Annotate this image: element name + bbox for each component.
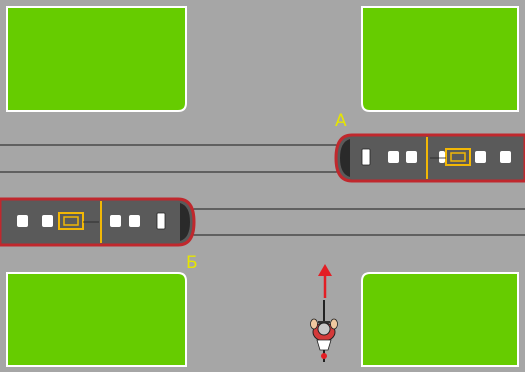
- tram-a-window: [406, 151, 417, 163]
- tram-a-label: А: [335, 111, 347, 131]
- grass-top-right: [362, 7, 518, 111]
- tram-a: [336, 135, 525, 181]
- tram-a-window: [439, 151, 445, 163]
- grass-bottom-left: [7, 273, 186, 366]
- tram-b-window: [42, 215, 53, 227]
- tram-a-window: [475, 151, 486, 163]
- tram-b-window: [17, 215, 28, 227]
- tram-b-label: Б: [186, 253, 198, 273]
- tram-a-window: [362, 149, 370, 165]
- grass-bottom-right: [362, 273, 518, 366]
- tram-b-window: [129, 215, 140, 227]
- tram-b: [0, 199, 194, 245]
- grass-top-left: [7, 7, 186, 111]
- tram-b-window: [110, 215, 121, 227]
- tram-a-window: [500, 151, 511, 163]
- tram-a-window: [388, 151, 399, 163]
- tram-b-window: [157, 213, 165, 229]
